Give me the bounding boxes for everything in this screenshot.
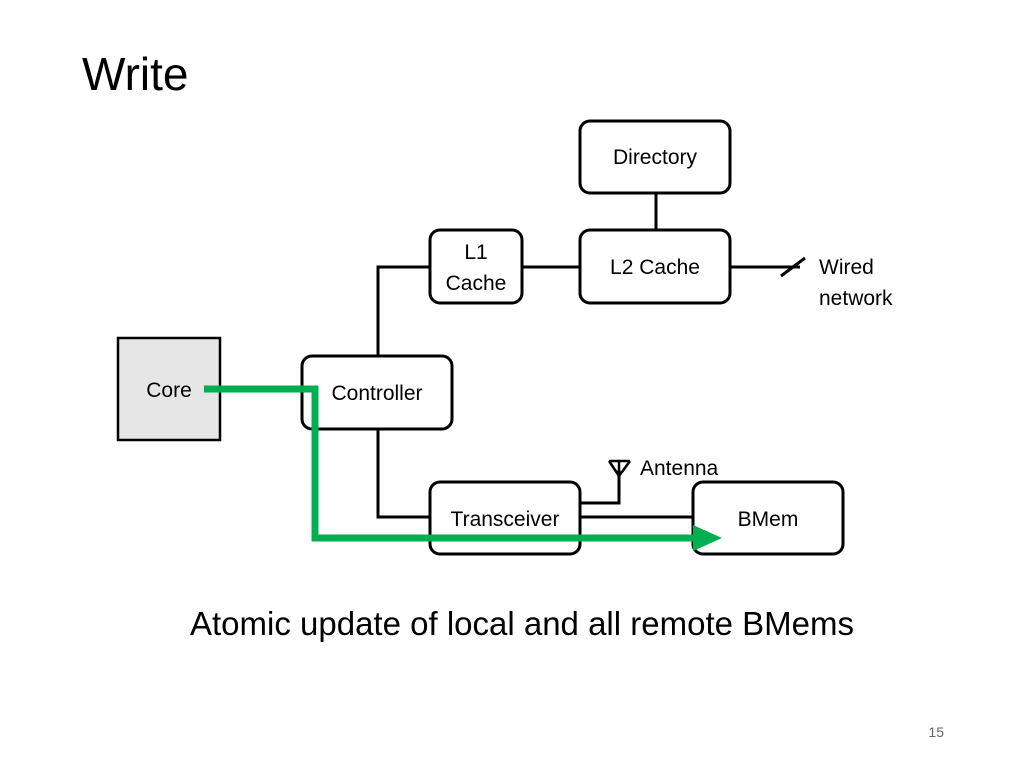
bmem-label: BMem (738, 508, 799, 531)
directory-label: Directory (613, 146, 698, 169)
connector-controller-l1 (376, 265, 430, 356)
write-path (204, 385, 695, 542)
l1-cache-label-line2: Cache (446, 272, 507, 295)
directory-box (578, 119, 732, 195)
slide-caption: Atomic update of local and all remote BM… (190, 605, 854, 642)
antenna-icon (607, 459, 632, 477)
write-path-arrow (693, 525, 722, 551)
core-label: Core (146, 379, 192, 402)
l1-cache-box (428, 228, 524, 305)
transceiver-label: Transceiver (451, 508, 560, 531)
wired-network-label-line1: Wired (819, 256, 874, 279)
slide-title: Write (82, 48, 189, 100)
l2-cache-box (578, 228, 732, 305)
wired-network-label-line2: network (819, 287, 893, 310)
slide-number: 15 (928, 724, 944, 740)
bmem-box (691, 480, 845, 556)
connector-transceiver-antenna (580, 470, 621, 505)
wired-slash-mark (780, 256, 806, 278)
connectors (376, 193, 806, 519)
connector-controller-transceiver (376, 429, 430, 519)
l2-cache-label: L2 Cache (610, 256, 700, 279)
controller-label: Controller (331, 382, 422, 405)
antenna-label: Antenna (640, 457, 719, 480)
l1-cache-label-line1: L1 (464, 241, 487, 264)
core-box (116, 336, 222, 442)
